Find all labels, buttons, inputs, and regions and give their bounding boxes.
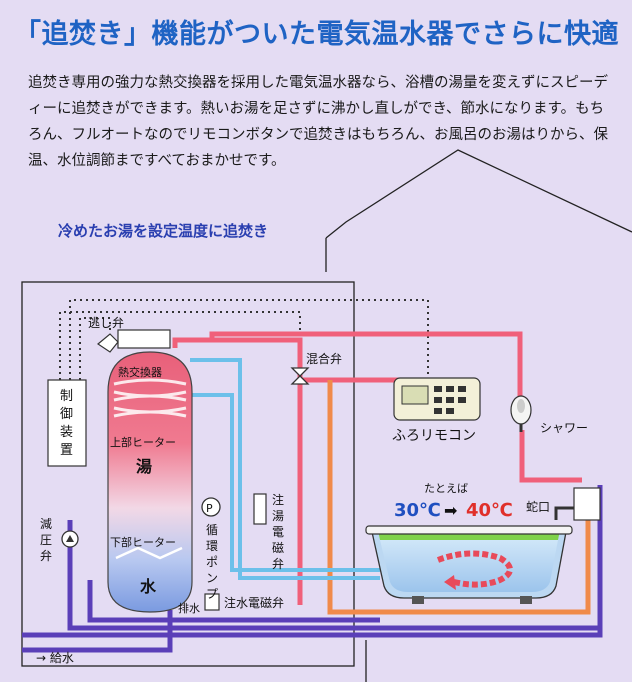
svg-text:圧: 圧 <box>40 533 52 547</box>
svg-text:弁: 弁 <box>40 548 52 563</box>
svg-text:御: 御 <box>60 407 73 422</box>
hot-solenoid-label: 注 湯 電 磁 弁 <box>272 492 284 571</box>
orange-pipe <box>327 380 591 615</box>
headline: 「追焚き」機能がついた電気温水器でさらに快適 <box>14 19 619 50</box>
water-supply-label: → 給水 <box>36 651 74 665</box>
svg-text:ン: ン <box>206 571 218 585</box>
bathtub <box>365 525 573 604</box>
bath-remote-control <box>393 377 481 421</box>
circulation-arrow <box>436 550 513 588</box>
svg-text:プ: プ <box>206 587 218 601</box>
hot-water-pipe <box>172 331 582 605</box>
water-supply-pipe <box>22 485 603 653</box>
mixing-valve <box>290 367 310 385</box>
controller-label: 制 御 装 置 <box>60 389 73 458</box>
lower-heater-label: 下部ヒーター <box>110 535 176 549</box>
svg-text:装: 装 <box>60 425 73 440</box>
temp-to: 40℃ <box>466 500 513 521</box>
svg-text:環: 環 <box>206 539 218 553</box>
svg-text:減: 減 <box>40 516 52 531</box>
intro-text: 追焚き専用の強力な熱交換器を採用した電気温水器なら、浴槽の湯量を変えずにスピーデ… <box>28 75 608 169</box>
temp-arrow: ➡ <box>444 501 457 520</box>
relief-valve <box>96 329 171 353</box>
faucet <box>554 487 601 521</box>
hot-water-solenoid-valve <box>253 493 267 525</box>
circulation-pump <box>201 497 221 517</box>
svg-text:湯: 湯 <box>272 509 284 523</box>
remote-label: ふろリモコン <box>392 428 476 444</box>
diagram-caption: 冷めたお湯を設定温度に追焚き <box>58 222 269 240</box>
drain-label: 排水 <box>178 601 200 615</box>
circulation-pipe <box>190 358 380 580</box>
pressure-reducing-valve <box>61 530 79 548</box>
example-label: たとえば <box>424 482 468 495</box>
temp-from: 30℃ <box>394 500 441 521</box>
svg-text:磁: 磁 <box>272 540 284 555</box>
svg-text:制: 制 <box>60 389 73 404</box>
inlet-solenoid-valve <box>204 593 220 611</box>
inlet-solenoid-label: 注水電磁弁 <box>224 595 284 610</box>
pump-label: 循 環 ポ ン プ <box>206 523 218 601</box>
svg-text:弁: 弁 <box>272 556 284 571</box>
svg-text:電: 電 <box>272 525 284 539</box>
cold-water-label: 水 <box>140 577 157 596</box>
storage-tank <box>107 351 193 613</box>
house-outline <box>21 149 632 682</box>
shower-label: シャワー <box>540 421 588 435</box>
svg-text:注: 注 <box>272 492 284 507</box>
svg-text:ポ: ポ <box>206 555 218 569</box>
heat-exchanger-label: 熱交換器 <box>118 365 162 379</box>
svg-text:循: 循 <box>206 523 218 537</box>
upper-heater-label: 上部ヒーター <box>110 435 176 449</box>
faucet-label: 蛇口 <box>526 499 550 514</box>
mixing-valve-label: 混合弁 <box>306 351 342 366</box>
heat-exchanger-coil <box>113 378 187 418</box>
pressure-valve-label: 減 圧 弁 <box>40 516 52 563</box>
hot-water-label: 湯 <box>136 457 152 476</box>
svg-text:置: 置 <box>60 443 73 458</box>
lower-heater-element <box>115 546 183 560</box>
relief-valve-label: 逃し弁 <box>88 315 124 330</box>
pump-symbol: P <box>206 502 213 515</box>
controller-box <box>47 379 87 467</box>
shower-head <box>510 395 532 432</box>
